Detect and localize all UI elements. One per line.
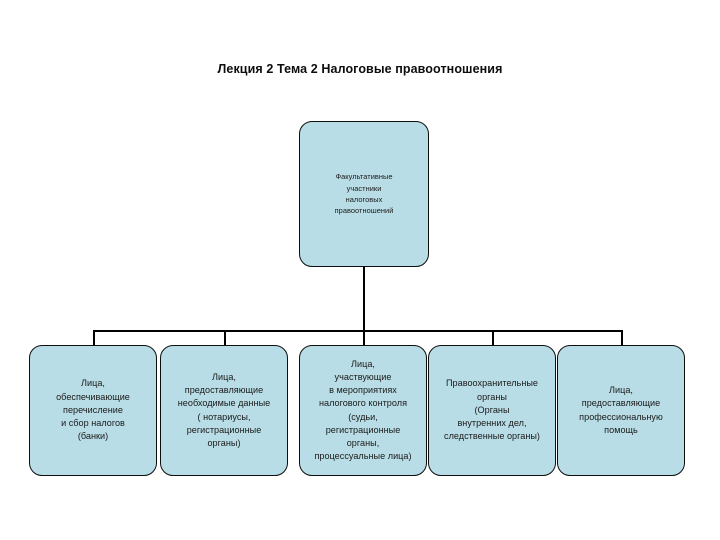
diagram-node-data-providers-label: Лица, предоставляющие необходимые данные… <box>177 371 271 448</box>
connector-horizontal-bus <box>93 330 623 332</box>
diagram-node-tax-control-participants: Лица, участвующие в мероприятиях налогов… <box>299 345 427 476</box>
diagram-node-root-label: Факультативные участники налоговых право… <box>334 172 394 216</box>
diagram-node-root: Факультативные участники налоговых право… <box>299 121 429 267</box>
diagram-node-law-enforcement-label: Правоохранительные органы (Органы внутре… <box>444 378 540 442</box>
diagram-node-data-providers: Лица, предоставляющие необходимые данные… <box>160 345 288 476</box>
connector-drop-1 <box>93 330 95 346</box>
page-title: Лекция 2 Тема 2 Налоговые правоотношения <box>217 62 503 76</box>
diagram-node-banks: Лица, обеспечивающие перечисление и сбор… <box>29 345 157 476</box>
connector-root-vertical <box>363 265 365 332</box>
diagram-node-law-enforcement: Правоохранительные органы (Органы внутре… <box>428 345 556 476</box>
connector-drop-4 <box>492 330 494 346</box>
diagram-node-banks-label: Лица, обеспечивающие перечисление и сбор… <box>56 378 130 442</box>
connector-drop-5 <box>621 330 623 346</box>
connector-drop-2 <box>224 330 226 346</box>
diagram-node-professional-help-label: Лица, предоставляющие профессиональную п… <box>579 385 663 435</box>
connector-drop-3 <box>363 330 365 346</box>
diagram-node-professional-help: Лица, предоставляющие профессиональную п… <box>557 345 685 476</box>
diagram-node-tax-control-participants-label: Лица, участвующие в мероприятиях налогов… <box>314 358 412 462</box>
